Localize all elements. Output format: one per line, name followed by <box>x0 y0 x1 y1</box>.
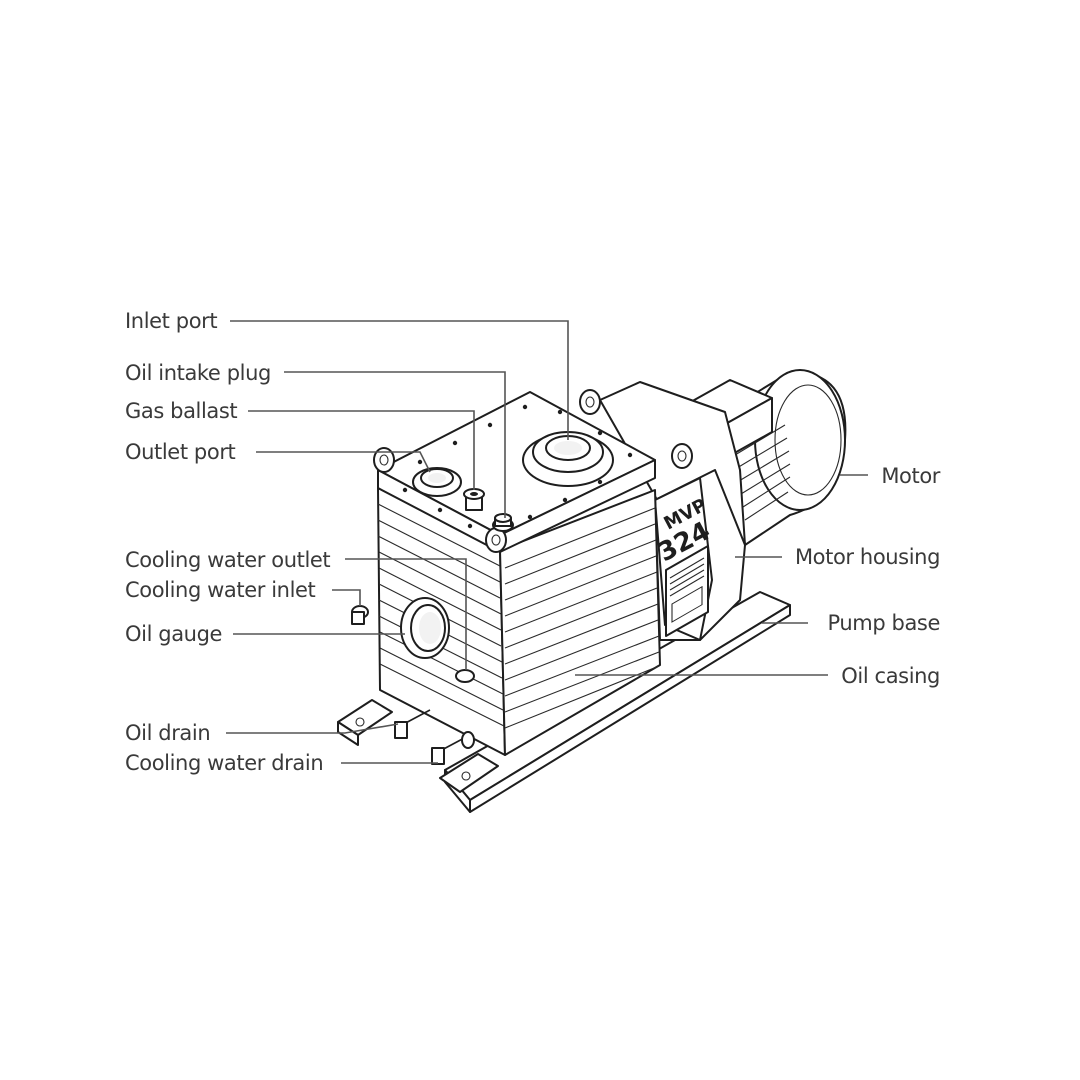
label-oil-intake-plug: Oil intake plug <box>125 361 271 385</box>
label-gas-ballast: Gas ballast <box>125 399 237 423</box>
top-plate <box>373 391 656 553</box>
label-oil-drain: Oil drain <box>125 721 210 745</box>
label-oil-gauge: Oil gauge <box>125 622 222 646</box>
outlet-port <box>412 467 462 497</box>
label-outlet-port: Outlet port <box>125 440 236 464</box>
label-inlet-port: Inlet port <box>125 309 217 333</box>
label-oil-casing: Oil casing <box>841 664 940 688</box>
pump-base <box>337 591 791 813</box>
inlet-port <box>522 431 614 487</box>
label-cooling-water-outlet: Cooling water outlet <box>125 548 330 572</box>
label-motor: Motor <box>881 464 940 488</box>
oil-intake-plug <box>492 513 514 532</box>
label-motor-housing: Motor housing <box>795 545 940 569</box>
labels: Inlet port Oil intake plug Gas ballast O… <box>125 309 941 775</box>
label-pump-base: Pump base <box>827 611 940 635</box>
leader-lines <box>226 320 868 764</box>
label-cooling-water-drain: Cooling water drain <box>125 751 323 775</box>
cooling-water-fittings <box>351 605 475 683</box>
label-cooling-water-inlet: Cooling water inlet <box>125 578 316 602</box>
motor-housing: MVP 324 <box>579 381 746 641</box>
gas-ballast <box>463 488 485 511</box>
drain-valves <box>394 709 475 765</box>
oil-gauge <box>400 597 450 659</box>
